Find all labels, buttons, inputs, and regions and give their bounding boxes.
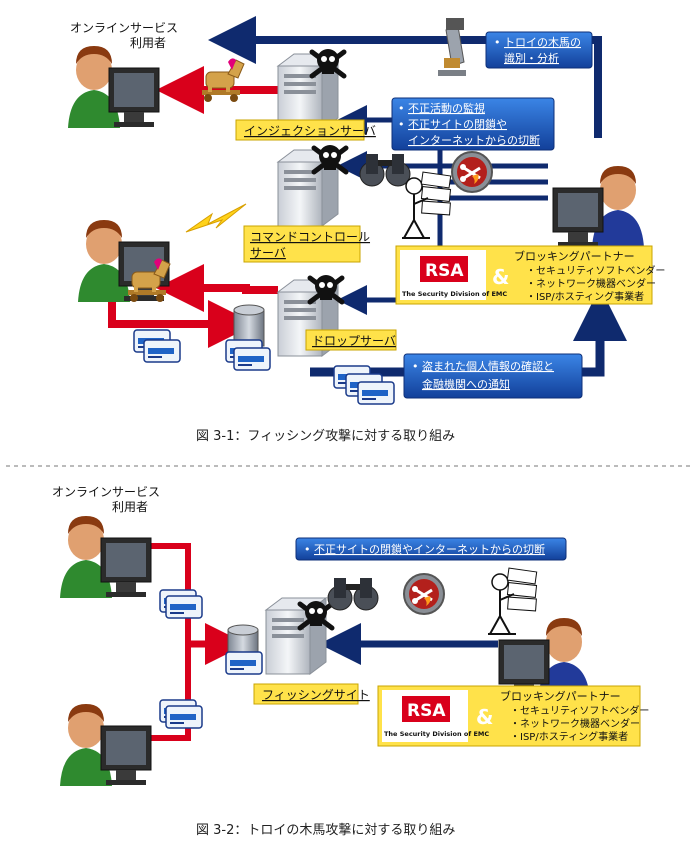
- rsa-sub-text: The Security Division of EMC: [402, 290, 507, 298]
- figure2: オンラインサービス 利用者 フィッシングサイト • 不正サイトの閉鎖やインターネ…: [52, 485, 653, 838]
- card-icon-user-2: [143, 339, 181, 363]
- injection-server-label: インジェクションサーバ: [244, 124, 376, 138]
- stolen-info-box: [403, 353, 583, 399]
- user-label-fig2-1: オンラインサービス: [52, 485, 160, 499]
- partner-items-1: ・セキュリティソフトベンダー ・ネットワーク機器ベンダー ・ISP/ホスティング…: [526, 264, 669, 303]
- closed-sign-figure-icon-fig2: [487, 567, 538, 635]
- rsa-logo-text: RSA: [425, 261, 464, 281]
- microscope-icon: [438, 18, 466, 76]
- injection-server-box: [235, 119, 365, 141]
- trojan-analysis-line1: •: [494, 36, 501, 49]
- user-label-1: オンラインサービス: [70, 21, 178, 35]
- partner-label-1: ブロッキングパートナー: [514, 249, 635, 263]
- trojan-analysis-text2: 識別・分析: [504, 51, 559, 65]
- figure2-caption: 図 3-2：トロイの木馬攻撃に対する取り組み: [196, 822, 455, 838]
- stolen-info-label: •盗まれた個人情報の確認と 金融機関への通知: [412, 359, 558, 391]
- user-bottom-person-icon-fig2: [59, 703, 152, 787]
- trojan-analysis-text1: トロイの木馬の: [504, 36, 581, 49]
- user-label-fig2-2: 利用者: [112, 500, 148, 514]
- cut-connection-icon: [450, 150, 494, 194]
- rsa-analyst-person-icon: [552, 165, 645, 249]
- command-server-box: [243, 225, 361, 263]
- close-sites-label: •: [304, 543, 311, 556]
- partner-items-fig2: ・セキュリティソフトベンダー ・ネットワーク機器ベンダー ・ISP/ホスティング…: [510, 704, 653, 743]
- close-sites-box: [295, 537, 567, 561]
- user-label-2: 利用者: [130, 36, 166, 50]
- drop-server-box: [305, 329, 397, 351]
- close-sites-text: 不正サイトの閉鎖やインターネットからの切断: [314, 542, 545, 556]
- rsa-sub-text-fig2: The Security Division of EMC: [384, 730, 489, 738]
- lightning-icon: [185, 203, 247, 233]
- rsa-logo-icon: [420, 256, 468, 282]
- binoculars-icon-fig2: [327, 577, 379, 611]
- figure1-caption: 図 3-1：フィッシング攻撃に対する取り組み: [196, 428, 455, 444]
- drop-server-label: ドロップサーバ: [312, 334, 396, 348]
- monitor-label: •不正活動の監視 •不正サイトの閉鎖や インターネットからの切断: [398, 101, 540, 147]
- card-icon-fig2-2: [165, 595, 203, 619]
- ampersand-1: &: [492, 265, 509, 289]
- rsa-logo-icon-fig2: [402, 696, 450, 722]
- arrow-red-drop-to-user: [156, 264, 278, 312]
- trojan-horse-icon: [201, 57, 245, 103]
- figure1: オンラインサービス 利用者 インジェクションサーバ • トロイの木馬の 識別・分…: [67, 16, 669, 444]
- trojan-analysis-label: • トロイの木馬の 識別・分析: [494, 36, 585, 65]
- phishing-site-label: フィッシングサイト: [262, 688, 370, 702]
- ampersand-2: &: [476, 705, 493, 729]
- card-icon-phishing-1: [225, 651, 263, 675]
- card-icon-stolen-3: [357, 381, 395, 405]
- command-server-label: コマンドコントロール サーバ: [250, 230, 374, 260]
- closed-sign-figure-icon: [401, 171, 452, 239]
- trojan-analysis-box: [485, 31, 593, 69]
- partner-label-fig2: ブロッキングパートナー: [500, 689, 621, 703]
- cut-connection-icon-fig2: [402, 572, 446, 616]
- user-top-person-icon-fig2: [59, 515, 152, 599]
- rsa-logo-text-fig2: RSA: [407, 701, 446, 721]
- monitor-box: [391, 97, 555, 151]
- card-icon-fig2-4: [165, 705, 203, 729]
- arrow-red-user-to-drop: [108, 300, 256, 348]
- card-icon-drop-2: [233, 347, 271, 371]
- user-top-person-icon: [67, 45, 160, 129]
- phishing-site-box: [253, 683, 359, 705]
- arrow-blue-top: [208, 16, 602, 138]
- binoculars-icon: [359, 153, 411, 187]
